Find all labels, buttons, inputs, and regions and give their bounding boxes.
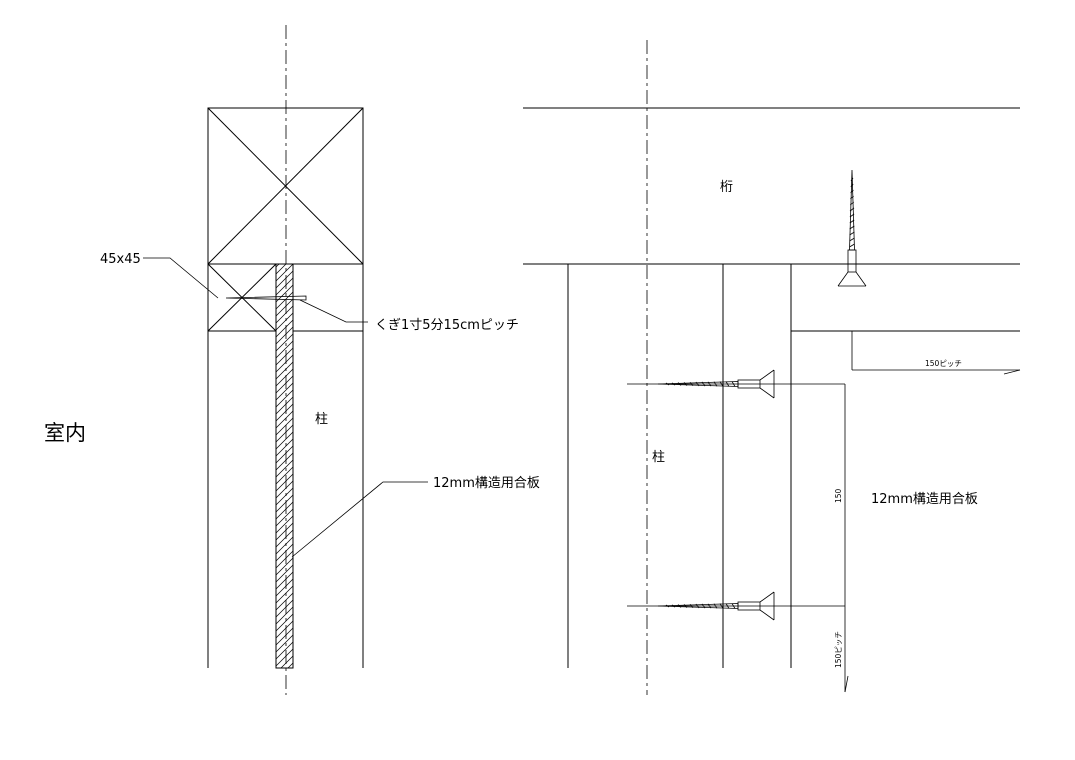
hatch-line (276, 361, 293, 380)
hatch-line (276, 264, 287, 275)
hatch-line (276, 613, 293, 632)
hatch-line (276, 501, 293, 520)
hatch-line (276, 494, 293, 513)
hatch-line (276, 403, 293, 422)
hatch-line (280, 655, 293, 668)
right-plywood-label: 12mm構造用合板 (871, 492, 978, 507)
hatch-line (276, 529, 293, 548)
hatch-line (276, 515, 293, 534)
horizontal-pitch-label: 150ピッチ (925, 359, 962, 368)
hatch-line (276, 264, 280, 268)
hatch-line (276, 564, 293, 583)
hatch-line (276, 264, 293, 282)
hatch-line (276, 389, 293, 408)
hatch-line (276, 452, 293, 471)
hatch-line (276, 431, 293, 450)
hatch-line (276, 487, 293, 506)
hatch-line (276, 522, 293, 541)
hatch-line (276, 585, 293, 604)
hatch-line (276, 634, 293, 653)
hatch-line (276, 354, 293, 373)
room-interior-label: 室内 (44, 421, 86, 445)
hatch-line (276, 326, 293, 345)
left-plywood-label: 12mm構造用合板 (433, 476, 540, 491)
hatch-line (276, 459, 293, 478)
hatch-line (276, 340, 293, 359)
hatch-line (276, 445, 293, 464)
hatch-line (276, 305, 293, 324)
hatch-line (276, 396, 293, 415)
hatch-line (276, 684, 293, 701)
left-column-label: 柱 (315, 412, 328, 427)
hatch-line (276, 298, 293, 317)
hatch-line (276, 599, 293, 618)
hatch-line (276, 473, 293, 492)
hatch-line (276, 677, 293, 694)
hatch-line (276, 417, 293, 436)
right-column-label: 柱 (652, 450, 665, 465)
hatch-line (276, 347, 293, 366)
hatch-line (276, 641, 293, 660)
beam-screw (837, 169, 867, 287)
hatch-line (276, 368, 293, 387)
hatch-line (276, 648, 293, 667)
stud-size-label: 45x45 (100, 252, 141, 267)
hatch-line (276, 410, 293, 429)
hatch-line (276, 291, 293, 310)
plywood-hatch (276, 264, 293, 701)
hatch-line (276, 438, 293, 457)
hatch-line (276, 550, 293, 569)
hatch-line (276, 333, 293, 352)
hatch-line (276, 424, 293, 443)
hatch-line (276, 312, 293, 331)
hatch-line (276, 375, 293, 394)
hatch-line (276, 578, 293, 597)
hatch-line (276, 466, 293, 485)
vertical-dimension-label: 150 (834, 488, 843, 503)
hatch-line (276, 508, 293, 527)
vertical-pitch-label: 150ピッチ (834, 631, 843, 668)
hatch-line (276, 382, 293, 401)
hatch-line (276, 627, 293, 646)
left-nail (225, 295, 307, 301)
beam-label: 桁 (720, 180, 733, 195)
hatch-line (276, 571, 293, 590)
hatch-line (276, 277, 293, 296)
left-section-view: 室内 45x45 くぎ1寸5分15cmピッチ 柱 12mm構造用合板 (44, 25, 540, 701)
hatch-line (276, 480, 293, 499)
right-elevation-view: 桁 柱 12mm構造用合板 150ピッチ 150 150ピッチ (523, 40, 1021, 695)
hatch-line (276, 592, 293, 611)
hatch-line (276, 620, 293, 639)
hatch-line (276, 606, 293, 625)
hatch-line (276, 270, 293, 289)
hatch-line (287, 662, 293, 668)
hatch-line (276, 543, 293, 562)
hatch-line (276, 536, 293, 555)
hatch-line (276, 319, 293, 338)
hatch-line (276, 557, 293, 576)
left-plywood (275, 263, 294, 669)
hatch-line (276, 670, 293, 687)
nail-spec-label: くぎ1寸5分15cmピッチ (375, 318, 519, 333)
